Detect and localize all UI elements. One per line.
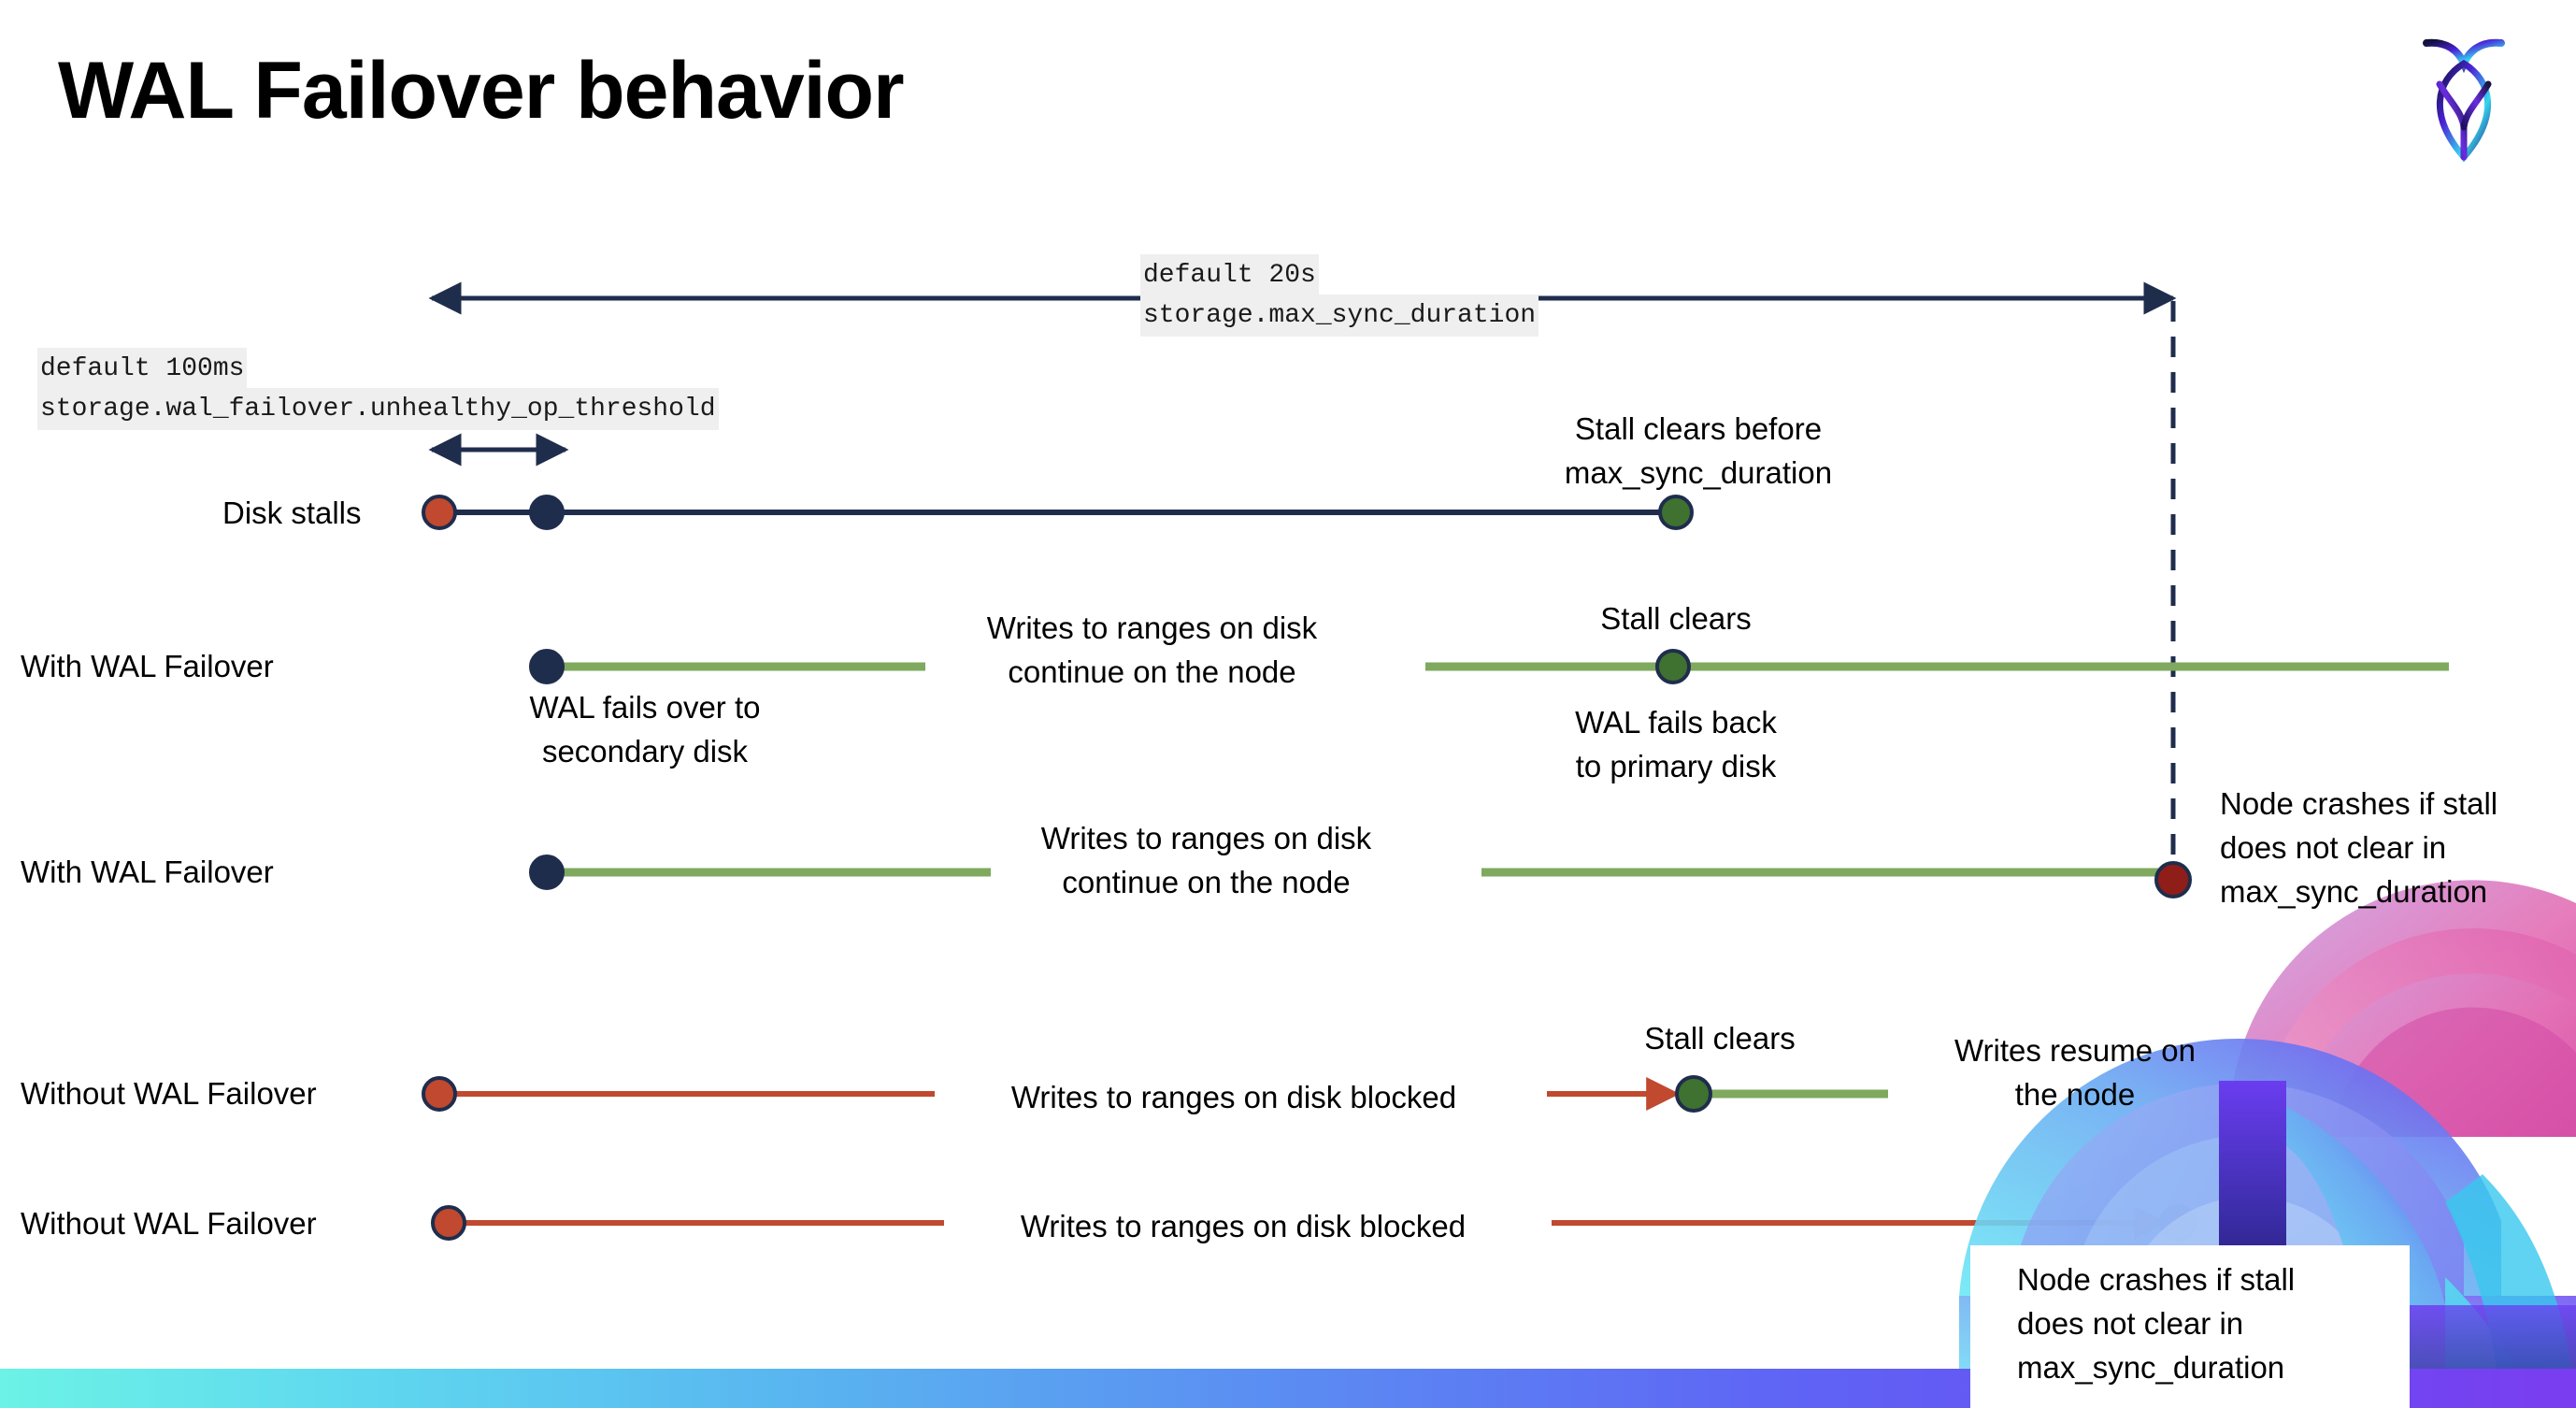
max-sync-duration-default-label: default 20s (1140, 254, 1319, 296)
annotation-stall-clears-row2: Stall clears (1600, 601, 1752, 636)
row-label-with-wal-failover-crash: With WAL Failover (21, 855, 274, 889)
unhealthy-op-threshold-default-label: default 100ms (37, 348, 248, 390)
annotation-writes-blocked-row5: Writes to ranges on disk blocked (1020, 1209, 1467, 1243)
annotation-stall-clears-before-max-sync-duration: Stall clears before max_sync_duration (1564, 411, 1833, 490)
row-label-disk-stalls: Disk stalls (222, 496, 362, 530)
node-crash-callout-row5: Node crashes if stall does not clear in … (1970, 1245, 2410, 1408)
annotation-writes-continue-on-node-row2: Writes to ranges on disk continue on the… (986, 611, 1318, 689)
annotation-writes-continue-on-node-row3: Writes to ranges on disk continue on the… (1040, 821, 1372, 899)
page-title: WAL Failover behavior (58, 46, 905, 136)
timeline-with-wal-failover-crash (529, 855, 2192, 898)
row-label-with-wal-failover-clears: With WAL Failover (21, 649, 274, 683)
annotation-writes-blocked-row4: Writes to ranges on disk blocked (1010, 1080, 1457, 1114)
row-label-without-wal-failover-clears: Without WAL Failover (21, 1076, 317, 1111)
timeline-with-wal-failover-clears (529, 649, 2449, 684)
unhealthy-op-threshold-setting-label: storage.wal_failover.unhealthy_op_thresh… (37, 388, 719, 430)
row-label-without-wal-failover-crash: Without WAL Failover (21, 1206, 317, 1241)
annotation-node-crashes-row3: Node crashes if stall does not clear in … (2220, 786, 2498, 909)
annotation-wal-fails-back-to-primary-disk: WAL fails back to primary disk (1575, 705, 1777, 783)
annotation-stall-clears-row4: Stall clears (1644, 1021, 1796, 1056)
annotation-node-crashes-row5: Node crashes if stall does not clear in … (2017, 1262, 2296, 1385)
annotation-wal-fails-over-to-secondary-disk: WAL fails over to secondary disk (529, 690, 761, 769)
annotation-writes-resume-on-node: Writes resume on the node (1954, 1033, 2196, 1112)
cockroachdb-logo-icon (2410, 26, 2518, 168)
max-sync-duration-setting-label: storage.max_sync_duration (1140, 295, 1539, 337)
timeline-disk-stalls (422, 495, 1694, 530)
